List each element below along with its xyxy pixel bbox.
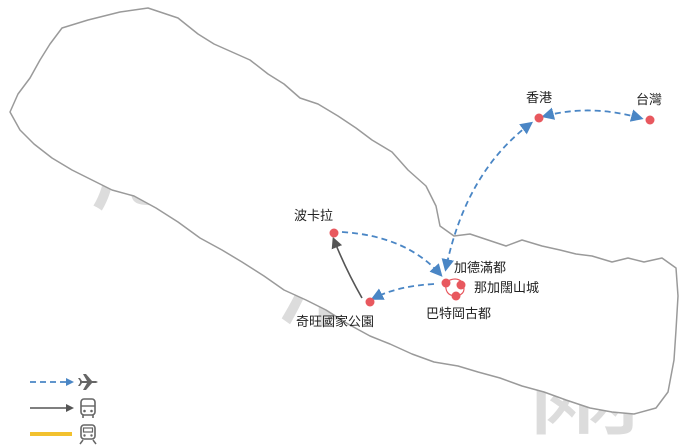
route-flight-pokhara-kathmandu [341, 231, 443, 277]
airplane-icon [78, 374, 98, 390]
nepal-border [9, 7, 679, 415]
city-dot-hongkong [534, 113, 544, 123]
city-label-bhaktapur: 那加闊山城 [474, 281, 540, 296]
legend-flight-arrowhead [66, 378, 74, 386]
city-dot-chitwan [365, 297, 375, 307]
legend-bus-arrowhead [66, 404, 74, 412]
city-label-kathmandu: 加德滿都 [454, 261, 507, 276]
route-bus-chitwan-pokhara [331, 236, 363, 299]
city-dot-bhaktapur [456, 280, 466, 290]
route-flight-kathmandu-chitwan [370, 283, 435, 300]
city-label-taiwan: 台灣 [636, 93, 663, 108]
city-dot-kathmandu [441, 278, 451, 288]
route-flight-taiwan-hongkong [541, 107, 644, 122]
route-flight-hongkong-kathmandu [441, 121, 534, 272]
city-dot-pokhara [329, 228, 339, 238]
legend [30, 374, 98, 445]
city-dot-taiwan [645, 115, 655, 125]
city-label-hongkong: 香港 [526, 91, 553, 106]
kathmandu-valley-loop [445, 278, 465, 297]
city-label-chitwan: 奇旺國家公園 [296, 315, 375, 330]
train-icon [79, 424, 97, 445]
city-label-pokhara: 波卡拉 [294, 209, 334, 224]
city-label-patan: 巴特岡古都 [426, 307, 492, 322]
bus-icon [80, 398, 96, 418]
city-dot-patan [451, 291, 461, 301]
